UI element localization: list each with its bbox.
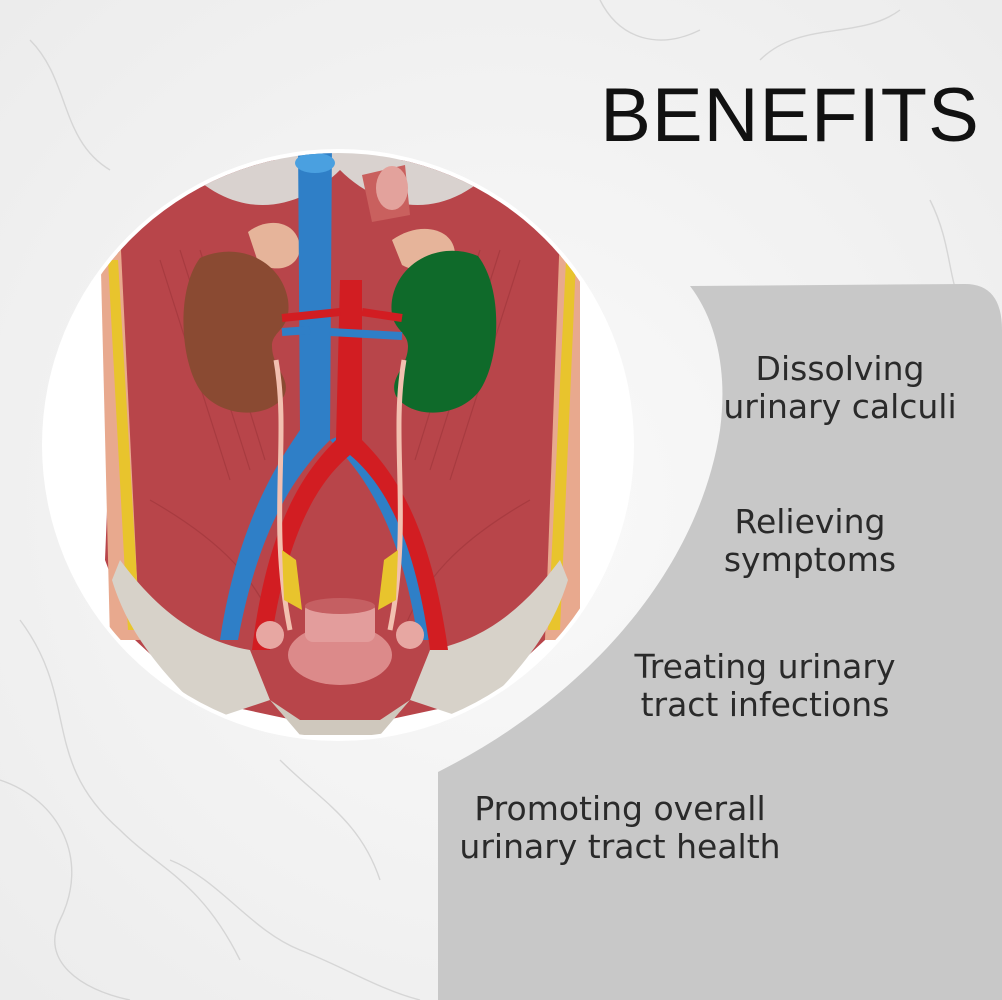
benefits-arc-panel <box>438 284 1002 1000</box>
page-title: BENEFITS <box>600 73 980 158</box>
benefit-dissolving-calculi: Dissolving urinary calculi <box>723 349 957 426</box>
benefit-urinary-health: Promoting overall urinary tract health <box>459 789 781 866</box>
benefit-relieving-symptoms: Relieving symptoms <box>723 502 897 579</box>
benefit-treating-infections: Treating urinary tract infections <box>634 647 896 724</box>
urinary-system-illustration <box>46 153 630 737</box>
